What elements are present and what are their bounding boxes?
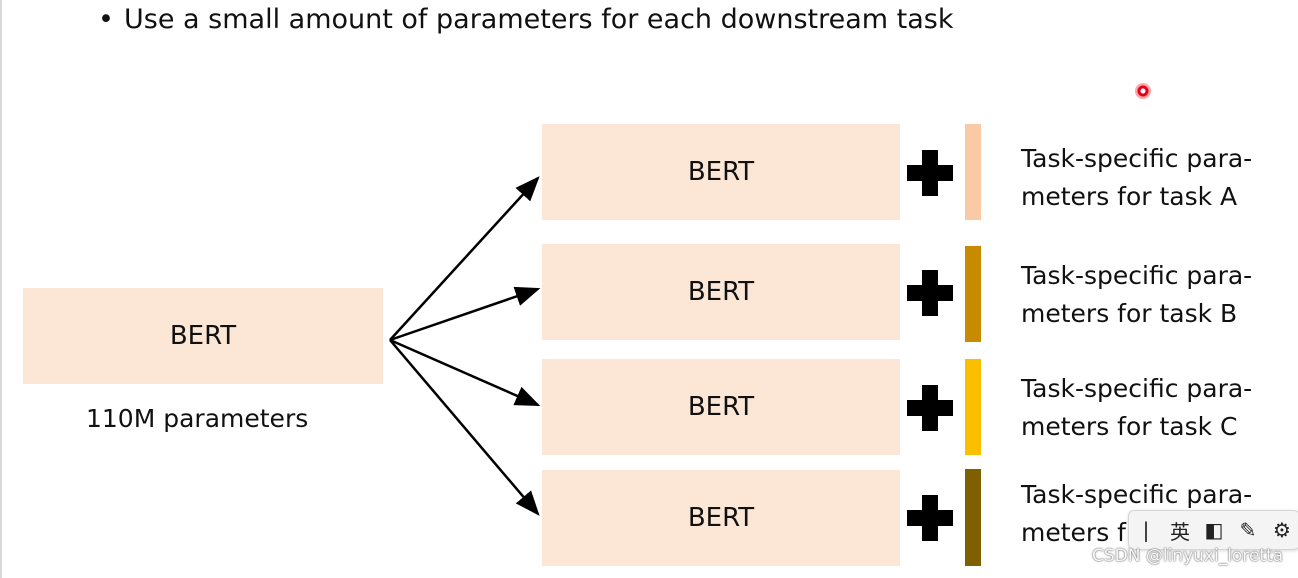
plus-icon xyxy=(907,270,953,316)
heading-text: Use a small amount of parameters for eac… xyxy=(124,4,954,35)
bullet-mark: • xyxy=(98,4,114,35)
arrow-to-task-d xyxy=(389,339,540,516)
task-b-label-line2: meters for task B xyxy=(1021,299,1238,328)
task-a-bert-box: BERT xyxy=(542,124,900,220)
task-d-label: Task-specific para- meters f xyxy=(1021,476,1291,552)
task-c-label: Task-specific para- meters for task C xyxy=(1021,370,1291,446)
task-b-label-line1: Task-specific para- xyxy=(1021,261,1253,290)
task-a-bert-label: BERT xyxy=(687,157,755,187)
ime-toolbar: | 英 ◧ ✎ ⚙ xyxy=(1128,510,1298,550)
ime-cursor-icon[interactable]: | xyxy=(1142,518,1150,542)
task-b-label: Task-specific para- meters for task B xyxy=(1021,257,1291,333)
slide-left-border xyxy=(0,0,2,578)
task-b-param-bar xyxy=(965,246,981,342)
pen-icon[interactable]: ✎ xyxy=(1239,518,1257,542)
plus-icon xyxy=(907,385,953,431)
plus-icon xyxy=(907,495,953,541)
half-width-icon[interactable]: ◧ xyxy=(1204,518,1224,542)
task-d-bert-label: BERT xyxy=(687,503,755,533)
arrow-to-task-c xyxy=(389,338,541,407)
task-d-label-line2: meters f xyxy=(1021,518,1126,547)
arrow-to-task-a xyxy=(389,176,540,341)
task-a-label: Task-specific para- meters for task A xyxy=(1021,140,1291,216)
task-b-bert-box: BERT xyxy=(542,244,900,340)
source-bert-label: BERT xyxy=(169,321,237,351)
task-c-label-line2: meters for task C xyxy=(1021,412,1238,441)
task-c-bert-label: BERT xyxy=(687,392,755,422)
task-a-param-bar xyxy=(965,124,981,220)
task-d-bert-box: BERT xyxy=(542,470,900,566)
task-a-label-line1: Task-specific para- xyxy=(1021,144,1253,173)
task-b-bert-label: BERT xyxy=(687,277,755,307)
task-d-label-line1: Task-specific para- xyxy=(1021,480,1253,509)
task-d-param-bar xyxy=(965,469,981,566)
arrow-to-task-b xyxy=(389,286,541,342)
task-c-label-line1: Task-specific para- xyxy=(1021,374,1253,403)
laser-pointer-icon xyxy=(1135,83,1151,99)
slide-heading: • Use a small amount of parameters for ea… xyxy=(98,0,954,40)
task-c-bert-box: BERT xyxy=(542,359,900,455)
source-params-caption: 110M parameters xyxy=(86,404,309,433)
task-a-label-line2: meters for task A xyxy=(1021,182,1238,211)
plus-icon xyxy=(907,150,953,196)
watermark: CSDN @linyuxi_loretta xyxy=(1092,546,1284,566)
settings-icon[interactable]: ⚙ xyxy=(1273,518,1291,542)
task-c-param-bar xyxy=(965,359,981,455)
ime-language-toggle[interactable]: 英 xyxy=(1170,519,1190,544)
source-bert-box: BERT xyxy=(23,288,383,384)
